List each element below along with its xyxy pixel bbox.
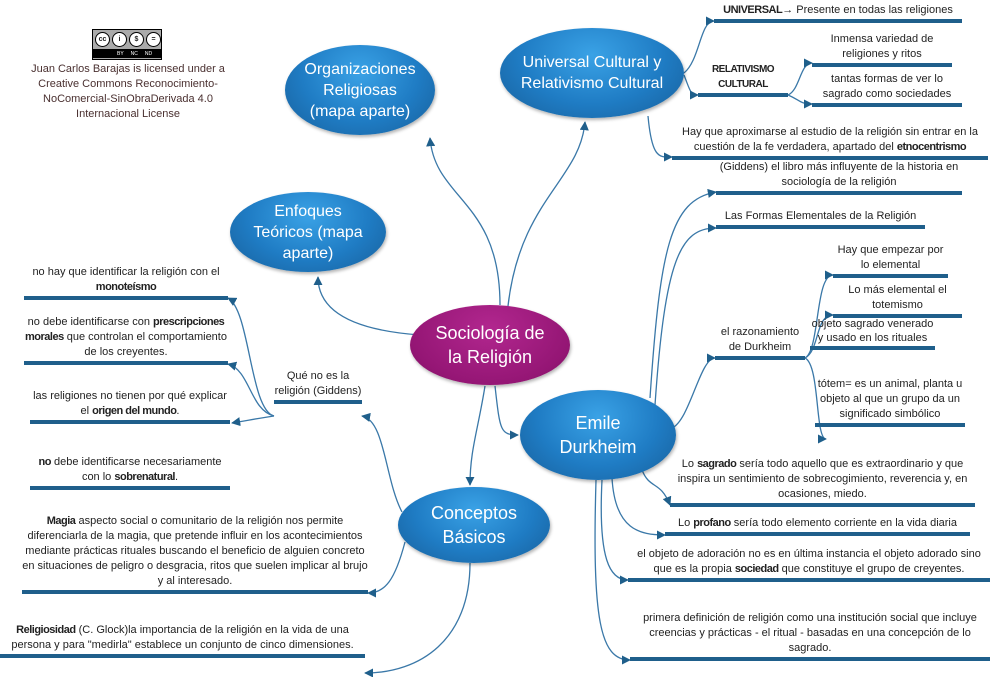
nd-icon: = (146, 32, 161, 47)
conceptos-bubble[interactable]: Conceptos Básicos (398, 487, 550, 563)
enfoques-label: Enfoques Teóricos (mapa aparte) (253, 202, 363, 262)
organizaciones-label: Organizaciones Religiosas (mapa aparte) (304, 60, 416, 120)
node-adoracion: el objeto de adoración no es en última i… (628, 547, 990, 582)
node-definicion: primera definición de religión como una … (630, 611, 990, 661)
central-topic-bubble[interactable]: Sociología de la Religión (410, 305, 570, 385)
nc-label: NC (130, 50, 138, 57)
node-relativismo: RELATIVISMO CULTURAL (698, 62, 788, 97)
node-origen: las religiones no tienen por qué explica… (30, 389, 230, 424)
universal-cultural-label: Universal Cultural y Relativismo Cultura… (520, 54, 664, 92)
node-razonamiento: el razonamiento de Durkheim (715, 325, 805, 360)
node-aproximarse: Hay que aproximarse al estudio de la rel… (672, 125, 988, 160)
node-monoteismo: no hay que identificar la religión con e… (24, 265, 228, 300)
node-totem: tótem= es un animal, planta u objeto al … (815, 377, 965, 427)
node-que-no-es: Qué no es la religión (Giddens) (274, 369, 362, 404)
node-totemismo: Lo más elemental el totemismo (833, 283, 962, 318)
creative-commons-badge: cc i $ = BY NC ND (92, 29, 162, 60)
cc-icon: cc (95, 32, 110, 47)
durkheim-label: Emile Durkheim (559, 413, 637, 457)
node-profano: Lo profano sería todo elemento corriente… (665, 516, 970, 536)
conceptos-label: Conceptos Básicos (430, 503, 518, 547)
node-empezar: Hay que empezar por lo elemental (833, 243, 948, 278)
license-text: Juan Carlos Barajas is licensed under a … (31, 63, 225, 120)
node-religiosidad: Religiosidad (C. Glock)la importancia de… (0, 623, 365, 658)
node-sobrenatural: no debe identificarse necesariamente con… (30, 455, 230, 490)
node-universal: UNIVERSAL→ Presente en todas las religio… (714, 3, 962, 23)
central-topic-label: Sociología de la Religión (435, 323, 545, 367)
node-giddens-libro: (Giddens) el libro más influyente de la … (716, 160, 962, 195)
node-formas-elementales: Las Formas Elementales de la Religión (716, 209, 925, 229)
node-objeto-sagrado: objeto sagrado venerado y usado en los r… (810, 317, 935, 350)
node-sagrado: Lo sagrado sería todo aquello que es ext… (670, 457, 975, 507)
enfoques-bubble[interactable]: Enfoques Teóricos (mapa aparte) (230, 192, 386, 272)
universal-cultural-bubble[interactable]: Universal Cultural y Relativismo Cultura… (500, 28, 684, 118)
nd-label: ND (144, 50, 153, 57)
by-label: BY (117, 50, 124, 57)
nc-icon: $ (129, 32, 144, 47)
node-inmensa: Inmensa variedad de religiones y ritos (812, 32, 952, 67)
durkheim-bubble[interactable]: Emile Durkheim (520, 390, 676, 480)
organizaciones-bubble[interactable]: Organizaciones Religiosas (mapa aparte) (285, 45, 435, 135)
node-morales: no debe identificarse con prescripciones… (24, 315, 228, 365)
by-icon: i (112, 32, 127, 47)
node-magia: Magia aspecto social o comunitario de la… (22, 514, 368, 594)
node-tantas: tantas formas de ver lo sagrado como soc… (812, 72, 962, 107)
